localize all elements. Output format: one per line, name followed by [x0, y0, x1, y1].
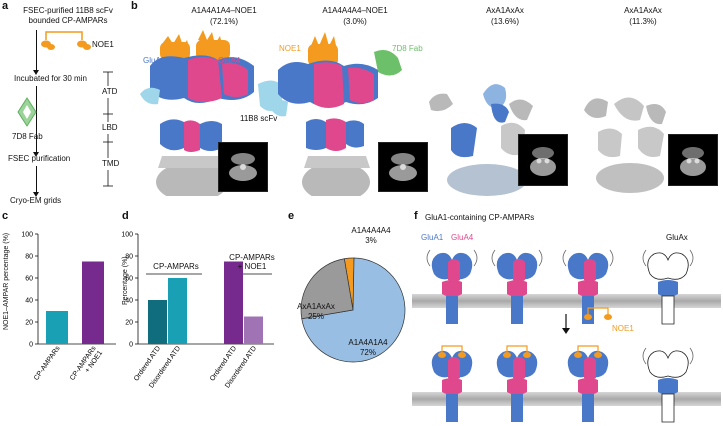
slice-label-ax: AxA1AxAx [297, 302, 335, 311]
chart-d-tick-label: 100 [121, 232, 133, 239]
chart-c-bar [82, 261, 104, 344]
class-average-1 [218, 142, 268, 192]
chart-d-tick-label: 20 [125, 320, 133, 327]
chart-c-xlabel: CP-AMPARs [33, 345, 62, 382]
slice-pct-a1: 72% [359, 348, 376, 357]
chart-c-tick-label: 60 [25, 276, 33, 283]
chart-d-tick-label: 80 [125, 254, 133, 261]
slice-label-a4: A1A4A4A4 [351, 226, 391, 235]
chart-e [300, 257, 406, 363]
schematic-noe1-label: NOE1 [612, 324, 634, 333]
chart-d-bar [168, 278, 187, 344]
pie-slice-axa1axax [300, 258, 354, 320]
map-1-title: A1A4A1A4–NOE1 [191, 6, 257, 15]
chart-c-tick-label: 0 [29, 342, 33, 349]
panel-f-label: f [414, 210, 418, 222]
membrane-top [412, 294, 721, 308]
annot-fab: 7D8 Fab [392, 44, 423, 53]
chart-c-tick-label: 20 [25, 320, 33, 327]
chart-c-bar [46, 311, 68, 344]
flow-arrow-2 [33, 86, 39, 157]
class-average-2 [378, 142, 428, 192]
annot-glua1: GluA1 [143, 56, 166, 65]
panel-e-label: e [288, 210, 295, 222]
map-2-pct: (3.0%) [343, 17, 367, 26]
slice-pct-a4: 3% [365, 236, 377, 245]
panel-a-label: a [2, 0, 9, 12]
chart-d-bar [224, 261, 243, 344]
domain-lbd: LBD [102, 123, 118, 132]
noe1-glyph [41, 31, 91, 50]
chart-d-ylabel: Percentage (%) [122, 256, 129, 305]
annot-glua4: GluA4 [218, 56, 241, 65]
cryoem-map-2 [270, 32, 402, 196]
annot-scfv: 11B8 scFv [240, 114, 278, 123]
flow-step-1: FSEC-purified 11B8 scFv bounded CP-AMPAR… [23, 6, 113, 25]
flow-step-4: Cryo-EM grids [10, 196, 62, 205]
class-average-3 [518, 134, 568, 186]
map-3-pct: (13.6%) [490, 17, 519, 26]
flow-arrow-3 [33, 166, 39, 197]
group2-label: CP-AMPARs + NOE1 [229, 253, 275, 271]
cryoem-map-3 [429, 84, 533, 196]
cryoem-map-4 [584, 97, 666, 193]
slice-label-a1: A1A4A1A4 [348, 338, 388, 347]
slice-pct-ax: 25% [307, 312, 324, 321]
map-3-title: AxA1AxAx [486, 6, 524, 15]
map-1-pct: (72.1%) [209, 17, 238, 26]
chart-d-tick-label: 0 [129, 342, 133, 349]
panel-b-label: b [131, 0, 138, 12]
pie-slice-a1a4a1a4 [301, 257, 406, 363]
chart-c-ylabel: NOE1–AMPAR percentage (%) [3, 232, 10, 330]
flow-step-3: FSEC purification [8, 154, 71, 163]
chart-d-tick-label: 60 [125, 276, 133, 283]
class-average-4 [668, 134, 718, 186]
schematic-f [412, 249, 721, 423]
fab-icon [17, 97, 37, 127]
map-4-title: AxA1AxAx [624, 6, 662, 15]
chart-d-bar [244, 316, 263, 344]
noe1-text: NOE1 [92, 40, 114, 49]
panel-d-label: d [122, 210, 129, 222]
domain-atd: ATD [102, 87, 118, 96]
membrane-bottom [412, 392, 721, 406]
flow-arrow-1 [33, 30, 39, 75]
domain-bracket [100, 71, 116, 187]
panel-c-label: c [2, 210, 9, 222]
fab-label: 7D8 Fab [12, 132, 43, 141]
map-4-pct: (11.3%) [629, 17, 657, 26]
chart-d-tick-label: 40 [125, 298, 133, 305]
group1-label: CP-AMPARs [153, 262, 199, 271]
domain-tmd: TMD [102, 159, 120, 168]
map-2-title: A1A4A4A4–NOE1 [322, 6, 388, 15]
legend-glua4: GluA4 [451, 233, 474, 242]
chart-c-tick-label: 80 [25, 254, 33, 261]
panel-f-title: GluA1-containing CP-AMPARs [425, 213, 535, 222]
legend-gluax: GluAx [666, 233, 688, 242]
chart-d-bar [148, 300, 167, 344]
chart-c-tick-label: 40 [25, 298, 33, 305]
flow-step-2: Incubated for 30 min [14, 74, 87, 83]
legend-glua1: GluA1 [421, 233, 444, 242]
cryoem-map-1 [140, 30, 282, 196]
annot-noe1: NOE1 [279, 44, 301, 53]
chart-c-tick-label: 100 [21, 232, 33, 239]
